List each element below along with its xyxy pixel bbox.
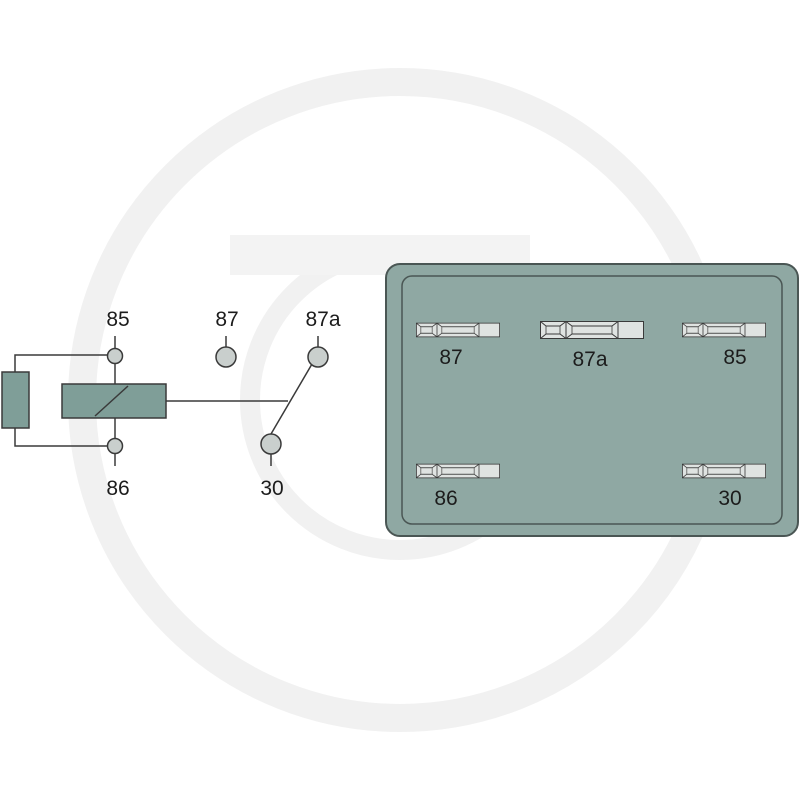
- label-terminal-85: 85: [106, 308, 129, 331]
- relay-schematic: [14, 336, 319, 466]
- pin-30: [682, 463, 766, 479]
- wire-coil-loop-top: [14, 354, 115, 372]
- relay-coil: [61, 383, 167, 419]
- contact-30-dot: [260, 433, 282, 455]
- wire-coil-loop-bottom: [14, 428, 115, 447]
- pin-86: [416, 463, 500, 479]
- label-contact-87: 87: [215, 308, 238, 331]
- terminal-86-dot: [106, 437, 124, 455]
- pin-label-30: 30: [718, 487, 741, 510]
- contact-87a-dot: [307, 346, 329, 368]
- pin-87: [416, 322, 500, 338]
- pin-85: [682, 322, 766, 338]
- switch-blade: [270, 363, 313, 435]
- label-contact-87a: 87a: [305, 308, 340, 331]
- pin-label-87: 87: [439, 346, 462, 369]
- coil-resistor: [1, 371, 30, 429]
- label-terminal-86: 86: [106, 477, 129, 500]
- contact-87-dot: [215, 346, 237, 368]
- pin-87a: [540, 321, 644, 339]
- pin-label-87a: 87a: [572, 348, 607, 371]
- label-contact-30: 30: [260, 477, 283, 500]
- terminal-85-dot: [106, 347, 124, 365]
- pin-label-86: 86: [434, 487, 457, 510]
- pin-label-85: 85: [723, 346, 746, 369]
